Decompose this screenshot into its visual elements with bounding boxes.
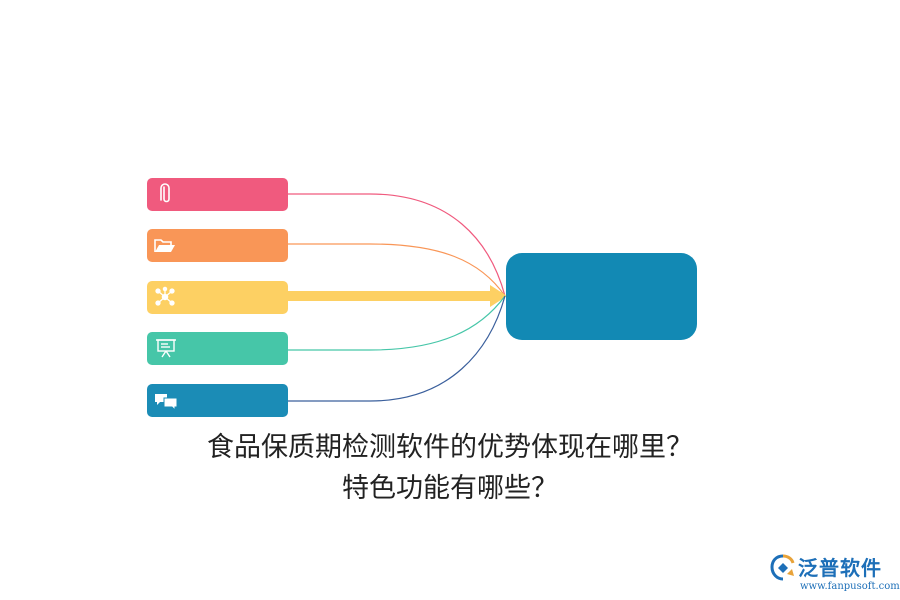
folder-open-icon: [154, 239, 175, 252]
item-5-box: [147, 384, 288, 417]
center-node: [506, 253, 697, 340]
logo-url: www.fanpusoft.com: [800, 581, 900, 592]
chat-bubbles-icon: [155, 394, 178, 412]
item-1-box: [147, 178, 288, 211]
list-item-4: [147, 332, 288, 365]
logo-name: 泛普软件: [798, 556, 882, 580]
list-item-5: [147, 384, 288, 417]
item-3-box: [147, 281, 288, 314]
item-2-box: [147, 229, 288, 262]
fanpu-logo-icon: [770, 554, 795, 581]
list-item-2: [147, 229, 288, 262]
page-title-line-1: 食品保质期检测软件的优势体现在哪里？: [207, 432, 693, 463]
brand-logo: 泛普软件 www.fanpusoft.com: [770, 554, 900, 594]
paperclip-icon: [160, 183, 170, 203]
connector-line-4: [288, 295, 506, 351]
connector-line-5: [288, 295, 506, 402]
presentation-board-icon: [156, 339, 176, 358]
item-4-box: [147, 332, 288, 365]
network-icon: [155, 286, 175, 306]
connector-line-1: [288, 193, 506, 297]
connector-line-2: [288, 243, 506, 297]
list-item-3: [147, 281, 288, 314]
connector-arrow-3: [288, 285, 507, 307]
list-item-1: [147, 178, 288, 211]
page-title-line-2: 特色功能有哪些？: [342, 473, 558, 504]
